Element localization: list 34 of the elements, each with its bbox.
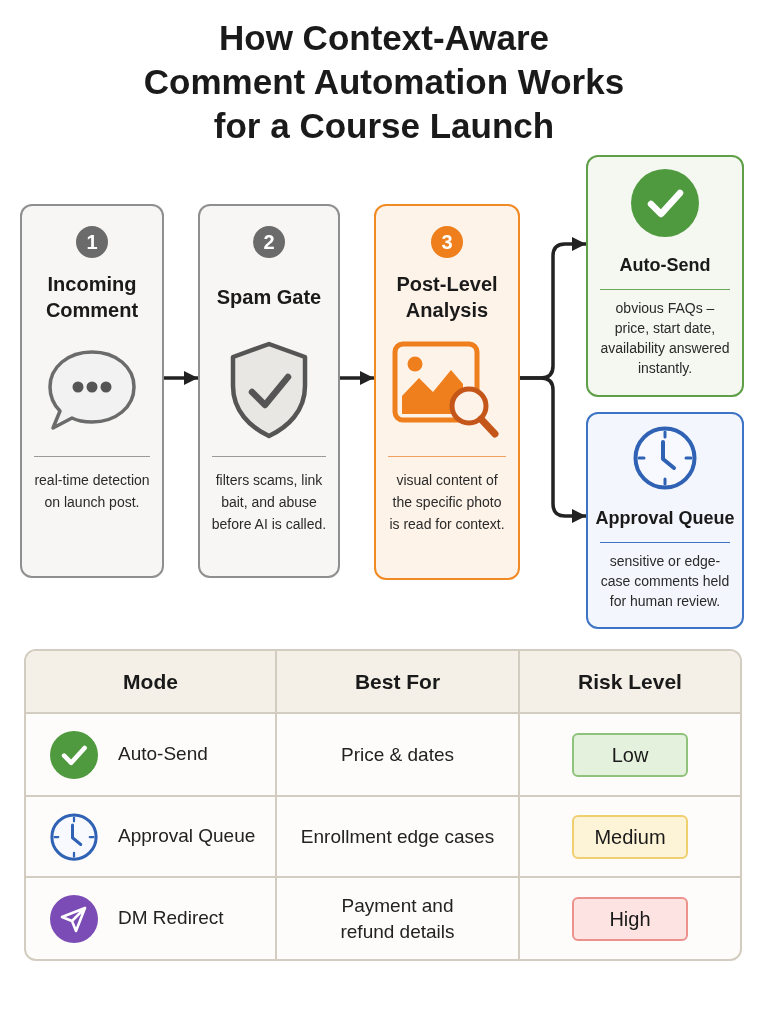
arrow — [164, 371, 198, 385]
process-card — [374, 204, 520, 580]
use-case-text: Enrollment edge cases — [300, 824, 495, 849]
outcome-description: obvious FAQs – price, start date, availability answered instantly. — [599, 299, 731, 378]
outcome-description: sensitive or edge-case comments held for human review. — [599, 552, 731, 611]
risk-level-badge: High — [572, 896, 688, 941]
title: How Context-Aware Comment Automation Works for a Course Launch — [142, 17, 626, 147]
column-heading: Risk Level — [578, 668, 682, 695]
step-description: filters scams, link bait, and abuse before AI is called. — [210, 471, 328, 534]
outcome-title: Approval Queue — [595, 507, 735, 530]
outcome-card — [586, 155, 744, 397]
step-title: Post-Level Analysis — [395, 272, 499, 323]
process-card — [198, 204, 340, 578]
column-heading: Best For — [354, 668, 441, 695]
arrow — [340, 371, 374, 385]
outcome-title: Auto-Send — [619, 254, 711, 277]
step-number: 3 — [431, 226, 463, 258]
arrow — [520, 376, 586, 523]
step-description: real-time detection on launch post. — [33, 471, 151, 512]
step-title: Spam Gate — [216, 285, 322, 310]
use-case-text: Price & dates — [341, 742, 454, 767]
outcome-card — [586, 412, 744, 629]
process-card — [20, 204, 164, 578]
step-description: visual content of the specific photo is read for context. — [388, 471, 506, 534]
step-title: Incoming Comment — [44, 272, 140, 323]
mode-name: Auto-Send — [118, 742, 208, 767]
column-heading: Mode — [123, 668, 178, 695]
step-number: 2 — [253, 226, 285, 258]
risk-level-badge: Low — [572, 732, 688, 777]
mode-name: Approval Queue — [118, 824, 256, 849]
step-number: 1 — [76, 226, 108, 258]
use-case-text: Payment and refund details — [339, 893, 456, 944]
risk-level-badge: Medium — [572, 814, 688, 859]
mode-name: DM Redirect — [118, 906, 224, 931]
